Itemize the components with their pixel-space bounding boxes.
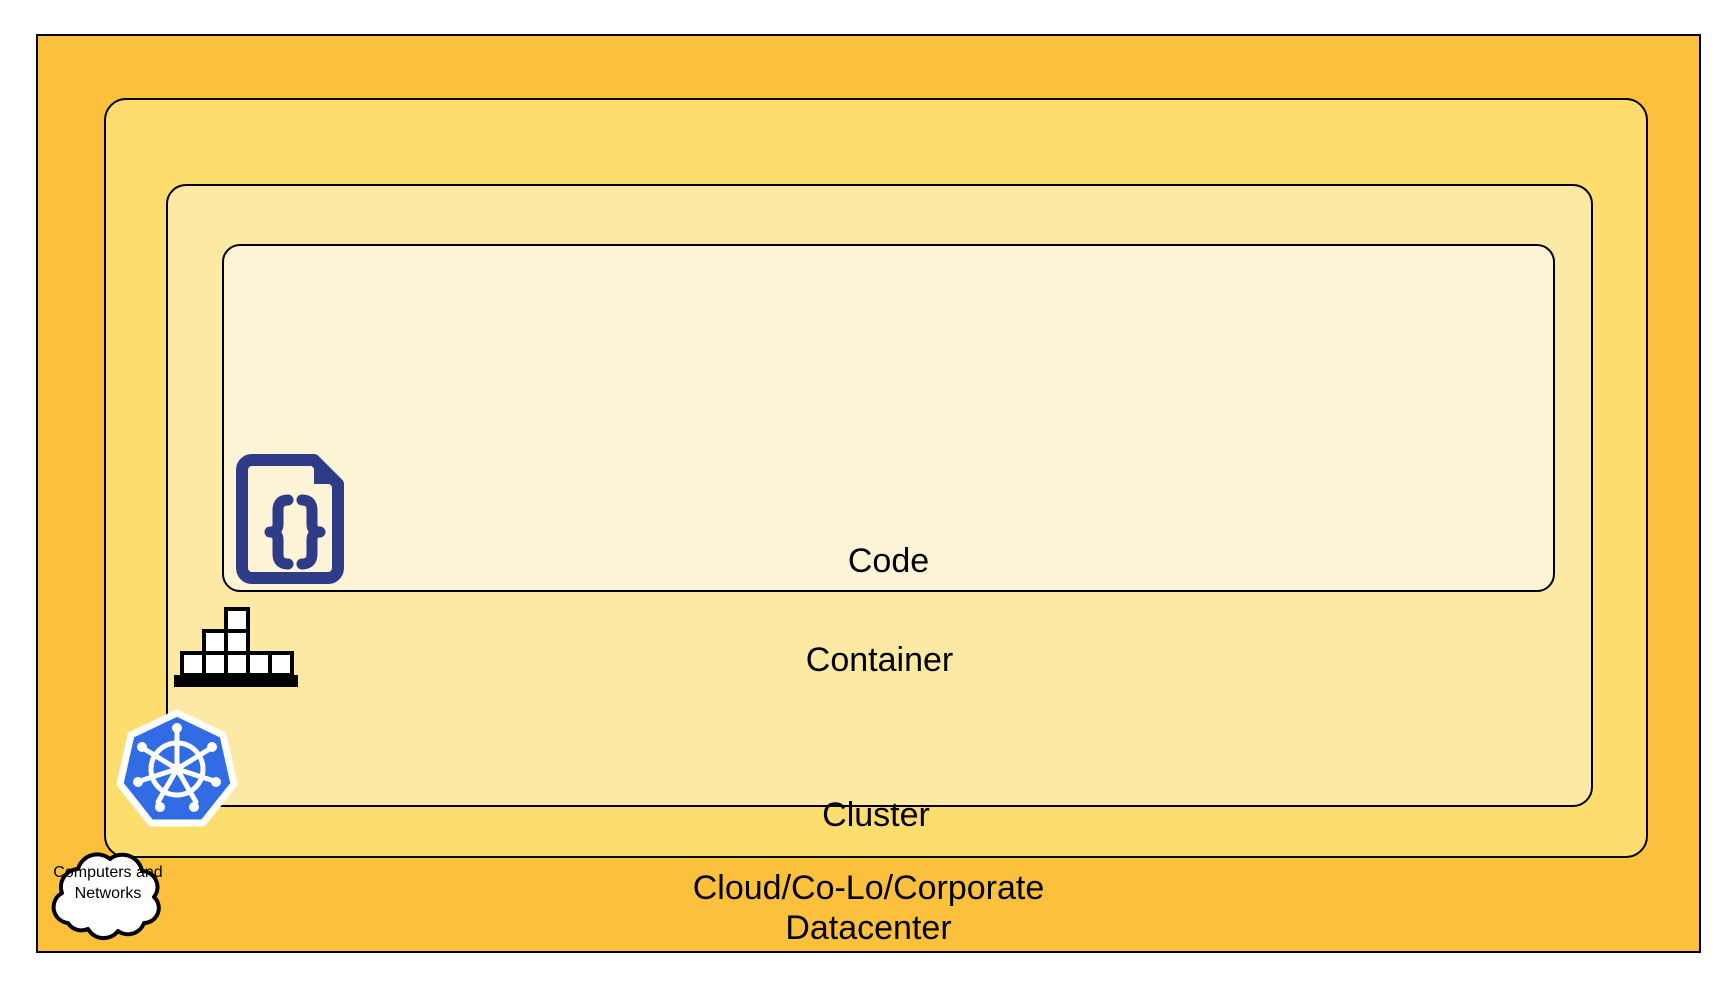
cloud-icon xyxy=(34,845,182,943)
code-braces-document-icon xyxy=(236,450,350,584)
layer-code xyxy=(222,244,1555,592)
stacked-blocks-icon xyxy=(174,605,310,695)
kubernetes-helm-icon xyxy=(116,709,238,828)
